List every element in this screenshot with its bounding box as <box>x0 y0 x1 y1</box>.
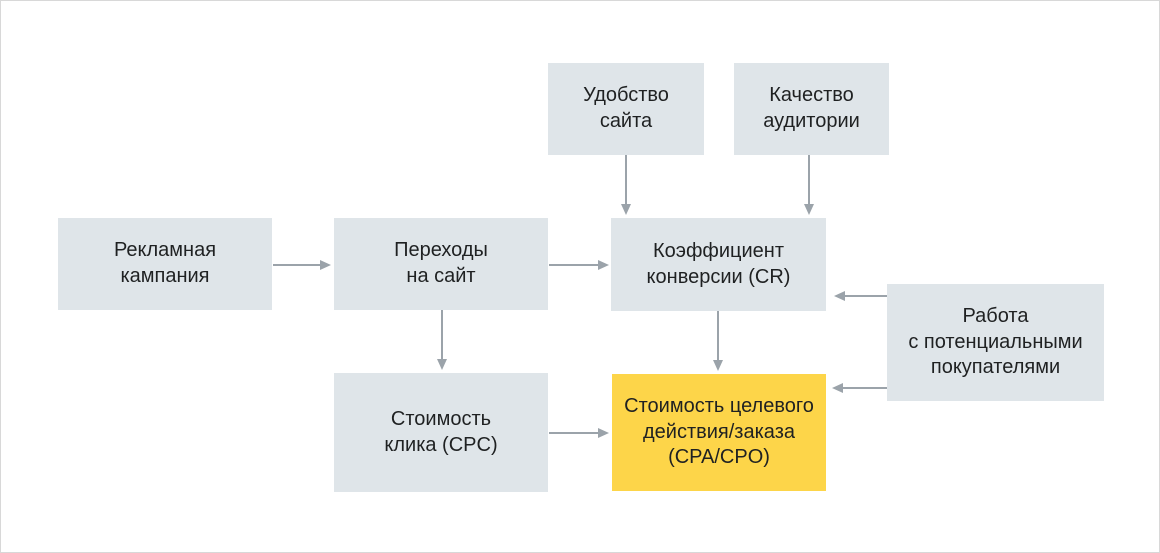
node-audience-quality: Качество аудитории <box>734 63 889 155</box>
node-customer-work: Работа с потенциальными покупателями <box>887 284 1104 401</box>
node-site-visits: Переходы на сайт <box>334 218 548 310</box>
node-cost-per-action: Стоимость целевого действия/заказа (CPA/… <box>612 374 826 491</box>
node-cost-per-click: Стоимость клика (CPC) <box>334 373 548 492</box>
node-site-usability: Удобство сайта <box>548 63 704 155</box>
node-conversion-rate: Коэффициент конверсии (CR) <box>611 218 826 311</box>
node-ad-campaign: Рекламная кампания <box>58 218 272 310</box>
